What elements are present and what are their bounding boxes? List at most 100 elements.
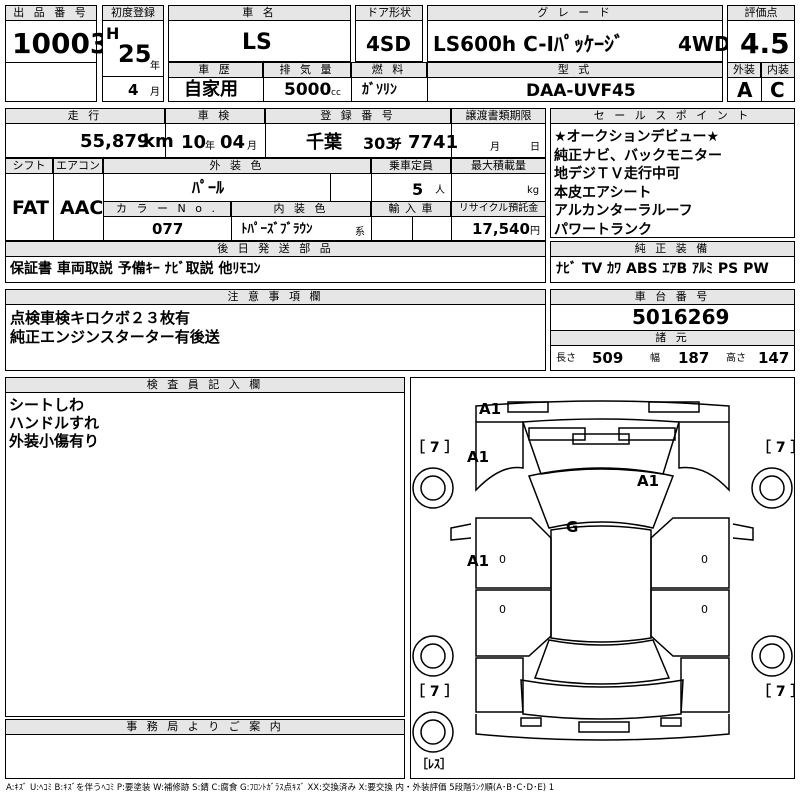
inspection-month-unit: 月	[247, 141, 257, 152]
first-registration-cell	[102, 5, 164, 102]
recycle-fee: 17,540	[472, 220, 530, 238]
max-load-unit: kg	[527, 185, 540, 196]
spare-mark: ［ﾚｽ］	[416, 757, 453, 771]
door-mark-lr: 0	[499, 603, 506, 616]
interior-color-header: 内 装 色	[231, 201, 371, 217]
inspection-header: 車 検	[165, 108, 265, 124]
notices-list: 点検車検キロクボ２３枚有 純正エンジンスターター有後送	[10, 309, 220, 347]
chassis-number: 5016269	[632, 305, 730, 329]
inspector-note: 外装小傷有り	[9, 432, 100, 450]
registration-kana: ﾁ	[394, 135, 402, 153]
length: 509	[592, 349, 624, 367]
exterior-header: 外装	[727, 62, 761, 78]
later-shipment: 保証書 車両取説 予備ｷｰ ﾅﾋﾞ取説 他ﾘﾓｺﾝ	[10, 261, 261, 277]
capacity-unit: 人	[435, 185, 445, 196]
transfer-header: 譲渡書類期限	[451, 108, 546, 124]
door-type: 4SD	[366, 32, 411, 56]
inspector-note: シートしわ	[9, 396, 85, 414]
interior-header: 内装	[761, 62, 795, 78]
displacement-unit: cc	[331, 88, 341, 98]
max-load-header: 最大積載量	[451, 158, 546, 174]
door-mark-rr: 0	[701, 603, 708, 616]
model-header: 型 式	[427, 62, 723, 78]
recycle-header: リサイクル預託金	[451, 201, 546, 217]
fuel: ｶﾞｿﾘﾝ	[362, 82, 397, 98]
inspection-year: 10	[181, 132, 207, 153]
door-mark-lf: 0	[499, 553, 506, 566]
model: DAA-UVF45	[526, 81, 636, 101]
sales-point: アルカンターラルーフ	[554, 203, 693, 219]
sales-point: 本皮エアシート	[554, 184, 652, 201]
registration-year: 25	[118, 40, 152, 68]
sales-point: 純正ナビ、バックモニター	[554, 147, 722, 164]
width-label: 幅	[650, 353, 660, 364]
shift: FAT	[12, 197, 49, 219]
interior-color-suffix: 系	[355, 227, 365, 238]
mark-front-fender: A1	[467, 448, 490, 466]
inspection-year-unit: 年	[205, 141, 215, 152]
sales-point: パワートランク	[554, 221, 652, 238]
shift-header: シフト	[5, 158, 53, 174]
height-label: 高さ	[726, 353, 746, 364]
sales-points-header: セ ー ル ス ポ イ ン ト	[550, 108, 795, 124]
color-no-header: カ ラ ー N o .	[103, 201, 231, 217]
tire-mark-rl: ［ 7 ］	[411, 684, 459, 700]
specs-header: 諸 元	[550, 330, 795, 346]
registration-header: 登 録 番 号	[265, 108, 451, 124]
mark-roof: G	[566, 518, 579, 536]
length-label: 長さ	[556, 353, 576, 364]
car-diagram: A1 A1 A1 A1 G 0 0 0 0 ［ 7 ］ ［ 7 ］ ［ 7 ］ …	[410, 377, 805, 779]
lot-number-cell	[5, 5, 97, 102]
width: 187	[678, 349, 710, 367]
displacement: 5000	[284, 80, 332, 100]
score: 4.5	[740, 27, 790, 60]
notice-line: 純正エンジンスターター有後送	[10, 328, 220, 346]
mark-hood-right: A1	[637, 472, 660, 490]
tire-mark-fr: ［ 7 ］	[757, 440, 805, 456]
car-name: LS	[242, 30, 272, 55]
legend: A:ｷｽﾞ U:ﾍｺﾐ B:ｷｽﾞを伴うﾍｺﾐ P:要塗装 W:補修跡 S:錆 …	[6, 783, 555, 793]
score-header: 評価点	[727, 5, 795, 21]
capacity: 5	[412, 180, 424, 199]
first-registration-header: 初度登録	[102, 5, 164, 21]
registration-area: 千葉	[306, 132, 342, 153]
tire-mark-fl: ［ 7 ］	[411, 440, 459, 456]
exterior-color-header: 外 装 色	[103, 158, 371, 174]
registration-no: 7741	[408, 132, 459, 153]
door-mark-rf: 0	[701, 553, 708, 566]
grade-header: グ レ ー ド	[427, 5, 723, 21]
era: H	[106, 24, 120, 43]
sales-points-panel	[550, 108, 795, 238]
history: 自家用	[184, 79, 238, 100]
registration-class: 303	[363, 134, 397, 153]
inspection-month: 04	[220, 132, 246, 153]
notice-line: 点検車検キロクボ２３枚有	[10, 309, 191, 327]
office-header: 事 務 局 よ り ご 案 内	[5, 719, 405, 735]
history-header: 車 歴	[168, 62, 263, 78]
grade: LS600h C-Iﾊﾟｯｹｰｼﾞ	[433, 32, 624, 56]
mark-left-door: A1	[467, 552, 490, 570]
inspector-notes: シートしわ ハンドルすれ 外装小傷有り	[9, 396, 99, 450]
sales-point: 地デジＴＶ走行中可	[554, 166, 680, 182]
color-no: 077	[152, 220, 184, 238]
chassis-header: 車 台 番 号	[550, 289, 795, 305]
exterior-grade: A	[737, 78, 753, 102]
mileage: 55,879	[80, 131, 150, 152]
inspector-panel	[5, 377, 405, 717]
car-name-header: 車 名	[168, 5, 351, 21]
equipment: ﾅﾋﾞ TV ｶﾜ ABS ｴｱB ｱﾙﾐ PS PW	[556, 261, 769, 277]
aircon-header: エアコン	[53, 158, 103, 174]
tire-mark-rr: ［ 7 ］	[757, 684, 805, 700]
mileage-header: 走 行	[5, 108, 165, 124]
equipment-header: 純 正 装 備	[550, 241, 795, 257]
aircon: AAC	[60, 197, 104, 219]
import-header: 輸 入 車	[371, 201, 451, 217]
interior-grade: C	[770, 78, 785, 102]
sales-point: ★オークションデビュー★	[554, 129, 720, 145]
drive: 4WD	[678, 32, 731, 56]
month-unit: 月	[150, 87, 160, 98]
later-shipment-header: 後 日 発 送 部 品	[5, 241, 546, 257]
exterior-color: ﾊﾟｰﾙ	[192, 178, 225, 197]
fuel-header: 燃 料	[351, 62, 427, 78]
year-unit: 年	[150, 61, 160, 72]
